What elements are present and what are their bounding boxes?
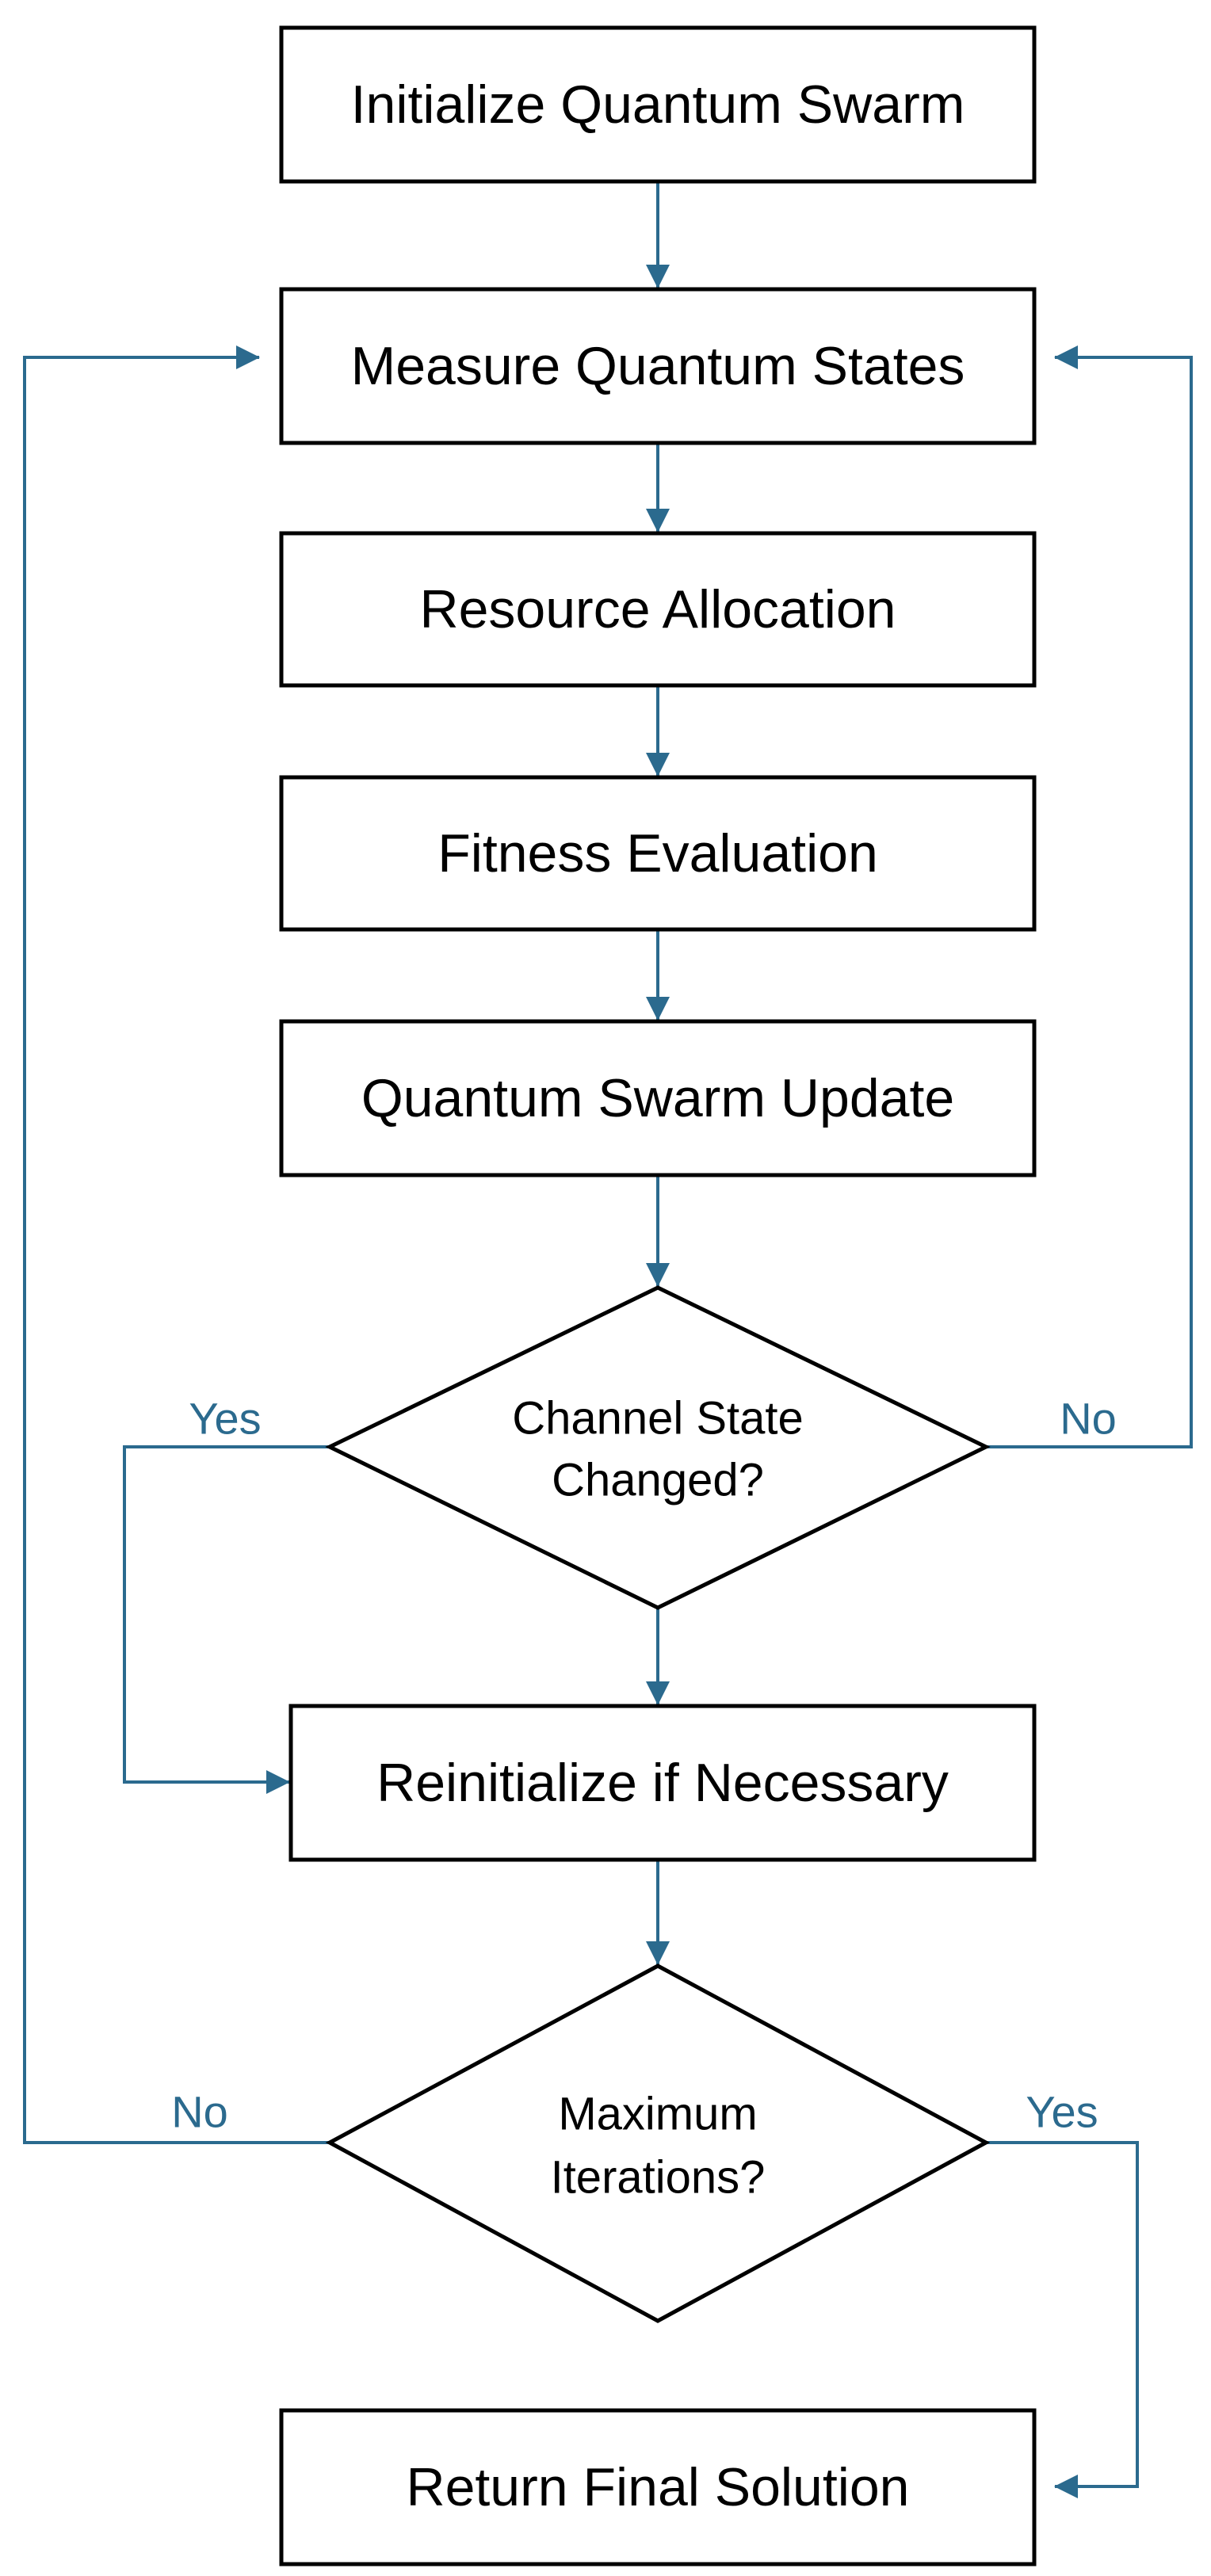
label-channel-no: No <box>1060 1394 1117 1444</box>
label-max-no: No <box>171 2087 228 2137</box>
node-update-label: Quantum Swarm Update <box>361 1068 954 1128</box>
arrow-max-yes-to-final <box>986 2141 1139 2498</box>
channel-decision-line1: Channel State <box>512 1393 804 1444</box>
node-fitness: Fitness Evaluation <box>279 775 1037 932</box>
label-max-yes: Yes <box>1026 2087 1098 2137</box>
node-initialize-label: Initialize Quantum Swarm <box>351 74 965 135</box>
label-channel-yes: Yes <box>189 1394 261 1444</box>
max-decision-line1: Maximum <box>558 2089 757 2140</box>
arrow-channel-yes-to-reinitialize <box>123 1445 330 1794</box>
node-update: Quantum Swarm Update <box>279 1019 1037 1177</box>
node-measure-label: Measure Quantum States <box>351 336 965 396</box>
arrow-channel-no-to-measure <box>986 345 1193 1448</box>
node-fitness-label: Fitness Evaluation <box>437 823 878 883</box>
node-reinitialize-label: Reinitialize if Necessary <box>376 1753 949 1813</box>
node-final-label: Return Final Solution <box>406 2457 909 2517</box>
max-decision-line2: Iterations? <box>551 2152 766 2204</box>
node-final: Return Final Solution <box>279 2408 1037 2566</box>
node-channel-decision: Channel State Changed? <box>325 1285 991 1610</box>
channel-decision-line2: Changed? <box>552 1455 764 1506</box>
node-resource-label: Resource Allocation <box>419 579 896 639</box>
node-reinitialize: Reinitialize if Necessary <box>288 1704 1037 1862</box>
node-initialize: Initialize Quantum Swarm <box>279 25 1037 184</box>
arrow-max-no-to-measure <box>23 345 330 2144</box>
node-max-decision: Maximum Iterations? <box>325 1963 991 2323</box>
node-resource: Resource Allocation <box>279 531 1037 688</box>
node-measure: Measure Quantum States <box>279 287 1037 445</box>
